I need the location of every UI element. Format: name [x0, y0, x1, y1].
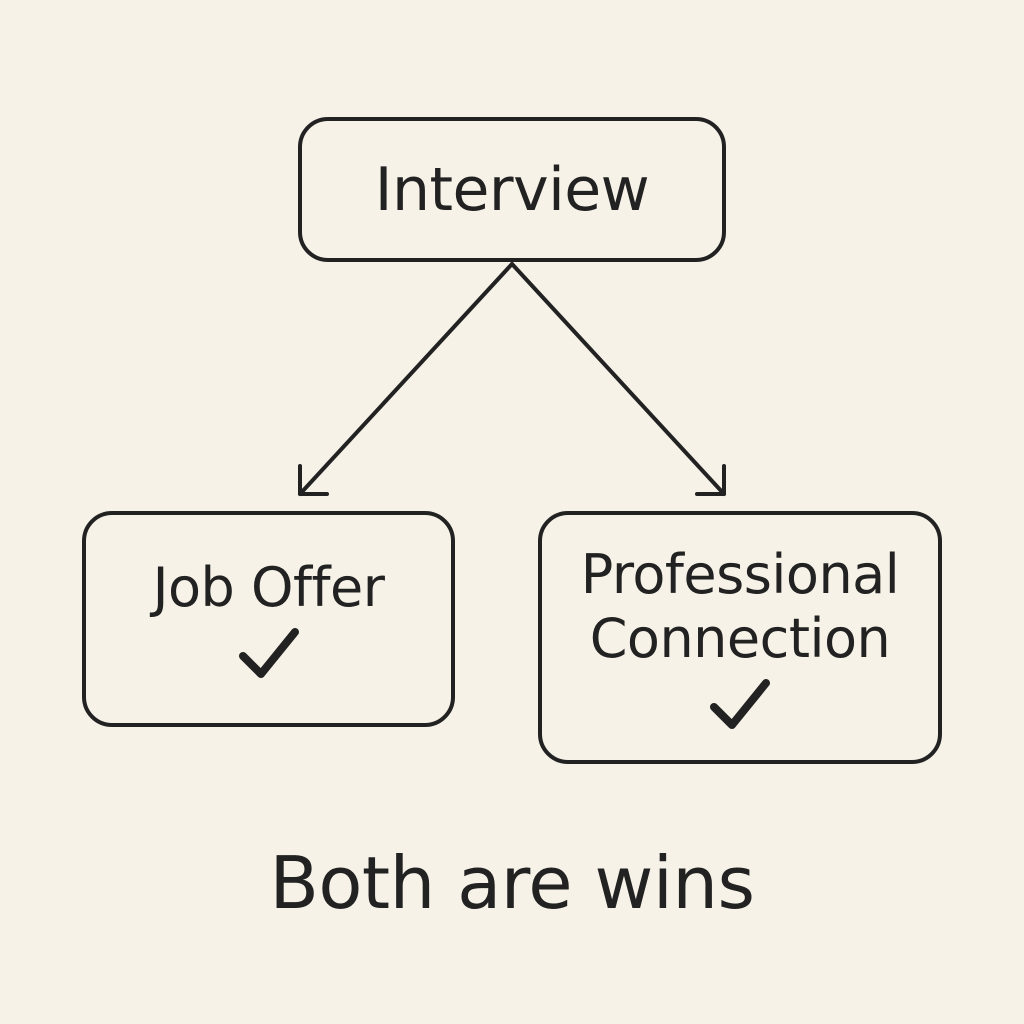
arrow-to-professional-connection — [510, 262, 726, 496]
checkmark-icon — [238, 628, 299, 678]
job-offer-label: Job Offer — [152, 556, 385, 619]
job-offer-node: Job Offer — [82, 511, 455, 727]
arrow-to-job-offer — [298, 262, 514, 496]
professional-connection-label: Professional Connection — [580, 542, 900, 670]
interview-node: Interview — [298, 117, 726, 262]
caption: Both are wins — [269, 841, 755, 925]
professional-connection-node: Professional Connection — [538, 511, 942, 764]
checkmark-icon — [710, 678, 770, 729]
interview-label: Interview — [374, 154, 650, 225]
